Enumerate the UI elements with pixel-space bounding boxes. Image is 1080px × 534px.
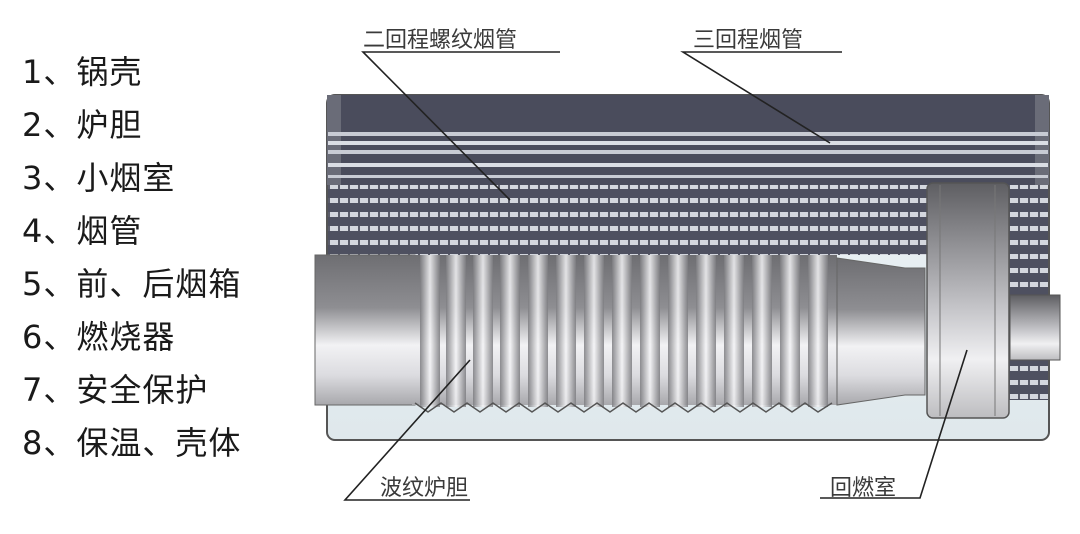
- legend-item-smoke-boxes: 5、前、后烟箱: [22, 265, 242, 303]
- leader-third-pass: [680, 51, 842, 144]
- label-third-pass-tubes: 三回程烟管: [693, 28, 804, 53]
- leader-second-pass: [361, 51, 560, 201]
- legend-item-safety-protection: 7、安全保护: [22, 371, 209, 409]
- rear-tube-bank: [1008, 185, 1048, 400]
- legend-item-insulation-casing: 8、保温、壳体: [22, 424, 242, 462]
- leader-lines: [343, 51, 968, 501]
- legend-item-boiler-shell: 1、锅壳: [22, 53, 143, 91]
- legend-item-furnace: 2、炉胆: [22, 106, 143, 144]
- rear-flange: [1009, 294, 1061, 361]
- second-pass-threaded-tubes: [328, 185, 928, 255]
- leader-corrugated-furnace: [343, 359, 471, 501]
- corrugated-furnace: [314, 254, 926, 413]
- label-corrugated-furnace: 波纹炉胆: [380, 476, 469, 501]
- legend-item-burner: 6、燃烧器: [22, 318, 176, 356]
- legend-item-small-smoke-chamber: 3、小烟室: [22, 159, 176, 197]
- third-pass-tubes: [328, 132, 1048, 178]
- leader-reversal-chamber: [820, 349, 968, 499]
- label-second-pass-threaded-tubes: 二回程螺纹烟管: [363, 28, 518, 53]
- legend-item-smoke-tubes: 4、烟管: [22, 212, 143, 250]
- label-reversal-chamber: 回燃室: [830, 476, 897, 501]
- component-legend: 1、锅壳 2、炉胆 3、小烟室 4、烟管 5、前、后烟箱 6、燃烧器 7、安全保…: [22, 46, 241, 470]
- reversal-chamber: [926, 182, 1010, 419]
